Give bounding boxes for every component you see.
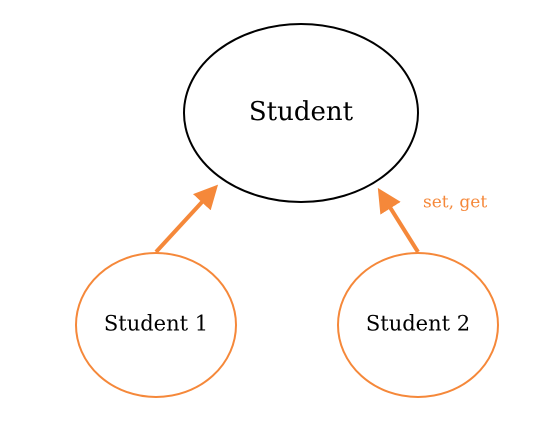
- child1-node-ellipse: [75, 252, 237, 398]
- parent-node-label: Student: [249, 97, 354, 127]
- child1-node-label: Student 1: [104, 312, 208, 336]
- edge-label-set-get: set, get: [423, 193, 487, 213]
- parent-node-ellipse: [183, 23, 419, 203]
- arrow-child1-to-parent: [154, 184, 219, 254]
- child2-node-label: Student 2: [366, 312, 470, 336]
- child2-node-ellipse: [337, 252, 499, 398]
- arrow-child2-to-parent: [377, 187, 420, 254]
